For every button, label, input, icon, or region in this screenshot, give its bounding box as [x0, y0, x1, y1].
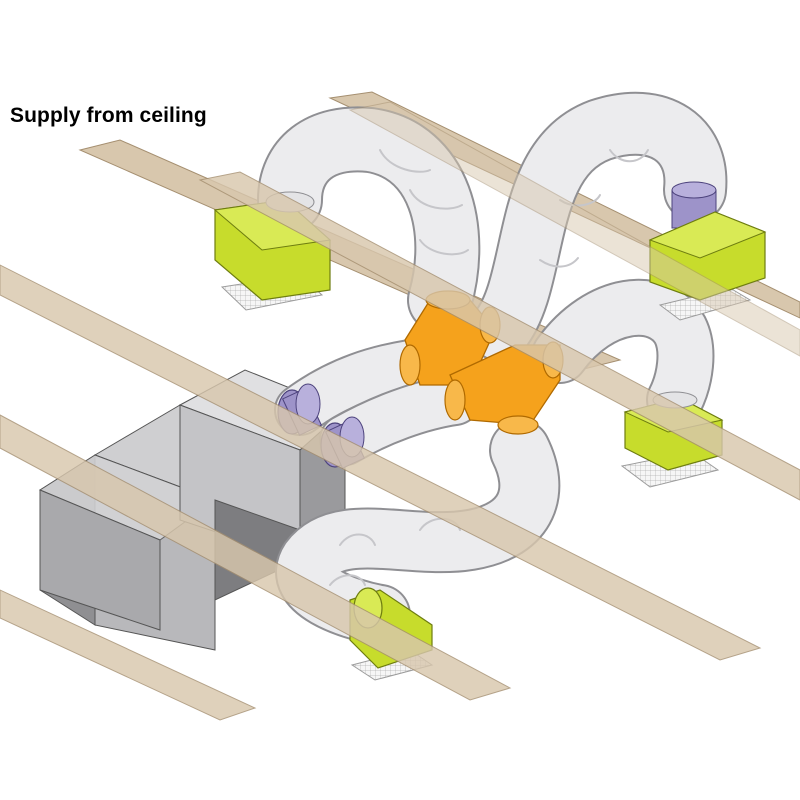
ceiling-joists-front — [0, 101, 800, 721]
ceiling-joist — [0, 414, 512, 701]
diagram-title: Supply from ceiling — [10, 104, 207, 127]
ceiling-joist — [0, 264, 762, 661]
flex-duct-fill — [259, 108, 479, 331]
flex-duct-fill — [533, 280, 713, 427]
flex-ducts — [257, 91, 728, 646]
flex-duct-fill — [470, 93, 726, 360]
register-boot — [648, 181, 767, 321]
ceiling-joist — [0, 589, 257, 721]
ceiling-joist — [348, 101, 800, 357]
register-boots — [213, 181, 767, 681]
wye-fitting — [444, 341, 564, 435]
ceiling-joist — [198, 171, 800, 501]
